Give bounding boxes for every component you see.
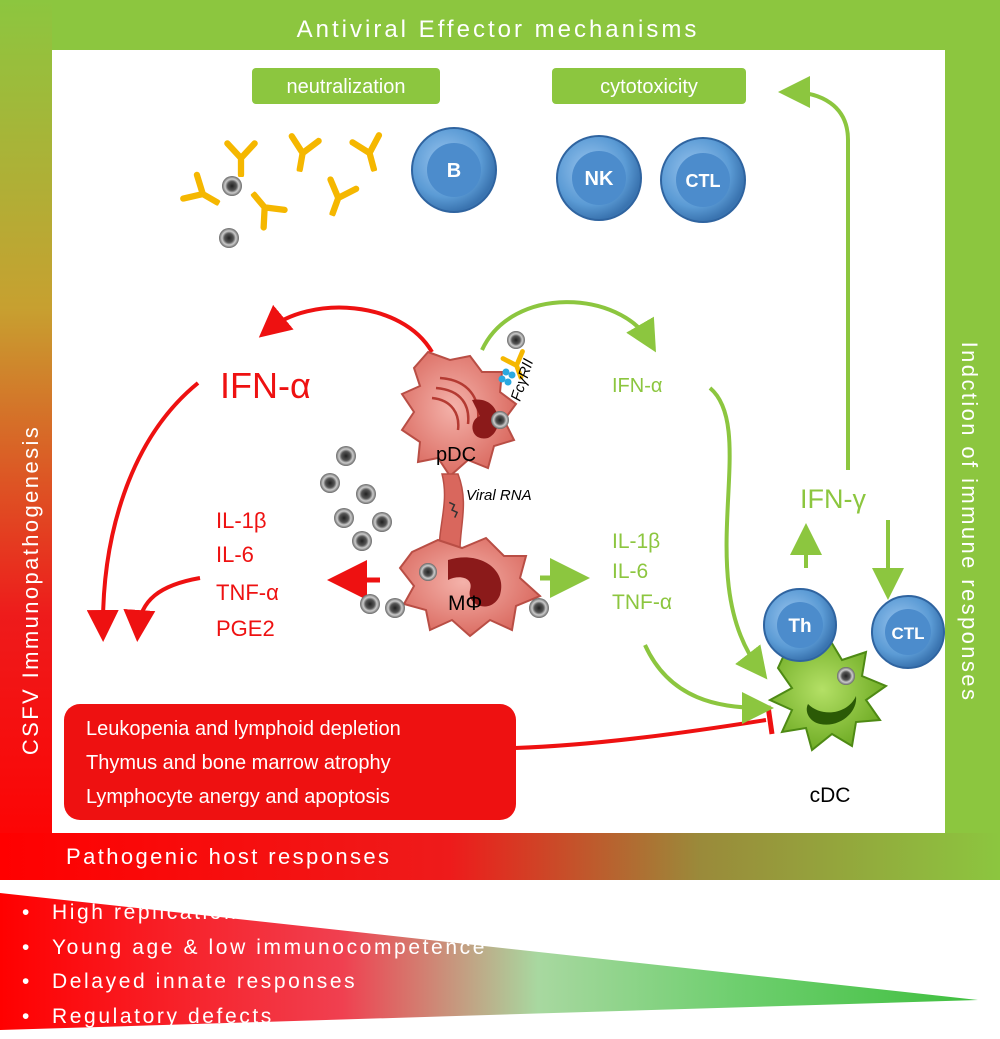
frame-top-bar xyxy=(0,0,1000,50)
risk-factor-item: •Regulatory defects xyxy=(22,1004,274,1028)
fc-receptor-icon xyxy=(508,371,516,379)
virion-icon xyxy=(385,598,405,618)
right-cytokine-item: IL-1β xyxy=(612,530,660,553)
nk-cell-nucleus xyxy=(572,151,626,205)
pathology-line: Thymus and bone marrow atrophy xyxy=(86,752,391,774)
frame-left-title: CSFV Immunopathogenesis xyxy=(18,425,43,755)
pdc-nucleus xyxy=(472,399,499,439)
viral-rna-strand xyxy=(448,501,459,518)
red-arrow-pdc-to-ifn xyxy=(258,304,434,354)
virion-icon xyxy=(356,484,376,504)
cytotoxicity-label: cytotoxicity xyxy=(600,76,698,98)
viral-rna-label: Viral RNA xyxy=(466,487,532,504)
th-cell-label: Th xyxy=(788,616,811,637)
risk-factor-item: •High replication efficiency xyxy=(22,901,360,924)
right-cytokine-item: IL-6 xyxy=(612,560,648,583)
virion-icon xyxy=(336,446,356,466)
virion-icon xyxy=(372,512,392,532)
virion-icon xyxy=(529,598,549,618)
left-cytokine-item: IL-6 xyxy=(216,542,254,567)
virion-icon xyxy=(419,563,437,581)
neutralization-label: neutralization xyxy=(287,76,406,98)
ctl-cell-top-label: CTL xyxy=(686,171,721,191)
frame-right-bar xyxy=(945,0,1000,880)
frame-top-title: Antiviral Effector mechanisms xyxy=(297,16,700,43)
risk-factor-text: Delayed innate responses xyxy=(52,970,358,993)
right-cytokine-item: TNF-α xyxy=(612,591,672,614)
macrophage-nucleus xyxy=(448,557,502,607)
ctl-cell-top-nucleus xyxy=(676,153,730,207)
virion-icon xyxy=(219,228,239,248)
macrophage-label: MΦ xyxy=(448,592,482,615)
virion-icon xyxy=(320,473,340,493)
cytotoxicity-badge xyxy=(552,68,746,104)
virion-icon xyxy=(507,331,525,349)
risk-factor-list: •High replication efficiency •Young age … xyxy=(22,896,722,1034)
pathology-list: Leukopenia and lymphoid depletion Thymus… xyxy=(86,712,506,814)
frame-left-bar xyxy=(0,0,52,880)
pdc-er-lines xyxy=(431,376,480,431)
nk-cell-label: NK xyxy=(585,168,614,190)
fc-receptor-icon xyxy=(498,375,506,383)
ctl-cell-right-nucleus xyxy=(885,609,931,655)
virion-icon xyxy=(334,508,354,528)
ifn-gamma: IFN-γ xyxy=(800,484,866,514)
frame-bottom-bar xyxy=(0,833,1000,880)
risk-factor-text: High replication efficiency xyxy=(52,901,360,924)
left-cytokine-item: IL-1β xyxy=(216,508,267,533)
risk-factor-text: Regulatory defects xyxy=(52,1004,274,1028)
left-ifn-alpha: IFN-α xyxy=(220,365,311,406)
frame-right-title: Indction of immune responses xyxy=(957,342,982,703)
virion-icon xyxy=(360,594,380,614)
virion-icon xyxy=(491,411,509,429)
risk-factor-item: •Young age & low immunocompetence xyxy=(22,935,487,959)
b-cell-label: B xyxy=(447,160,461,182)
b-cell-nucleus xyxy=(427,143,481,197)
risk-factor-item: •Delayed innate responses xyxy=(22,970,358,993)
red-arrow-ifn-down xyxy=(86,381,200,642)
virion-icon xyxy=(222,176,242,196)
cdc-label: cDC xyxy=(810,784,851,807)
pdc-cell xyxy=(400,350,518,478)
green-arrow-cytokines-to-cdc xyxy=(643,644,774,724)
fc-receptor-icon xyxy=(502,368,510,376)
cdc-cell xyxy=(767,638,889,752)
green-arrow-ifng-to-cytotoxicity xyxy=(778,76,850,470)
risk-factor-wedge xyxy=(0,893,978,1030)
red-arrow-cytokines-down xyxy=(123,576,201,642)
red-inhibition-line xyxy=(514,718,767,750)
right-ifn-alpha: IFN-α xyxy=(612,375,662,397)
virion-icon xyxy=(352,531,372,551)
neutralization-badge xyxy=(252,68,440,104)
pdc-label: pDC xyxy=(436,444,476,466)
pathology-box xyxy=(64,704,516,820)
frame-bottom-title: Pathogenic host responses xyxy=(66,844,391,869)
green-arrow-pdc-to-ifn xyxy=(480,300,657,353)
pathology-line: Lymphocyte anergy and apoptosis xyxy=(86,786,390,808)
fc-receptor-icon xyxy=(504,378,512,386)
virion-icon xyxy=(837,667,855,685)
green-arrow-ifn-to-cdc xyxy=(708,386,768,680)
risk-factor-text: Young age & low immunocompetence xyxy=(52,935,487,959)
pathology-line: Leukopenia and lymphoid depletion xyxy=(86,718,401,740)
th-cell-nucleus xyxy=(777,602,823,648)
left-cytokine-item: TNF-α xyxy=(216,580,279,605)
left-cytokine-item: PGE2 xyxy=(216,616,275,641)
ctl-cell-right-label: CTL xyxy=(891,624,924,643)
cdc-nucleus xyxy=(806,696,857,725)
